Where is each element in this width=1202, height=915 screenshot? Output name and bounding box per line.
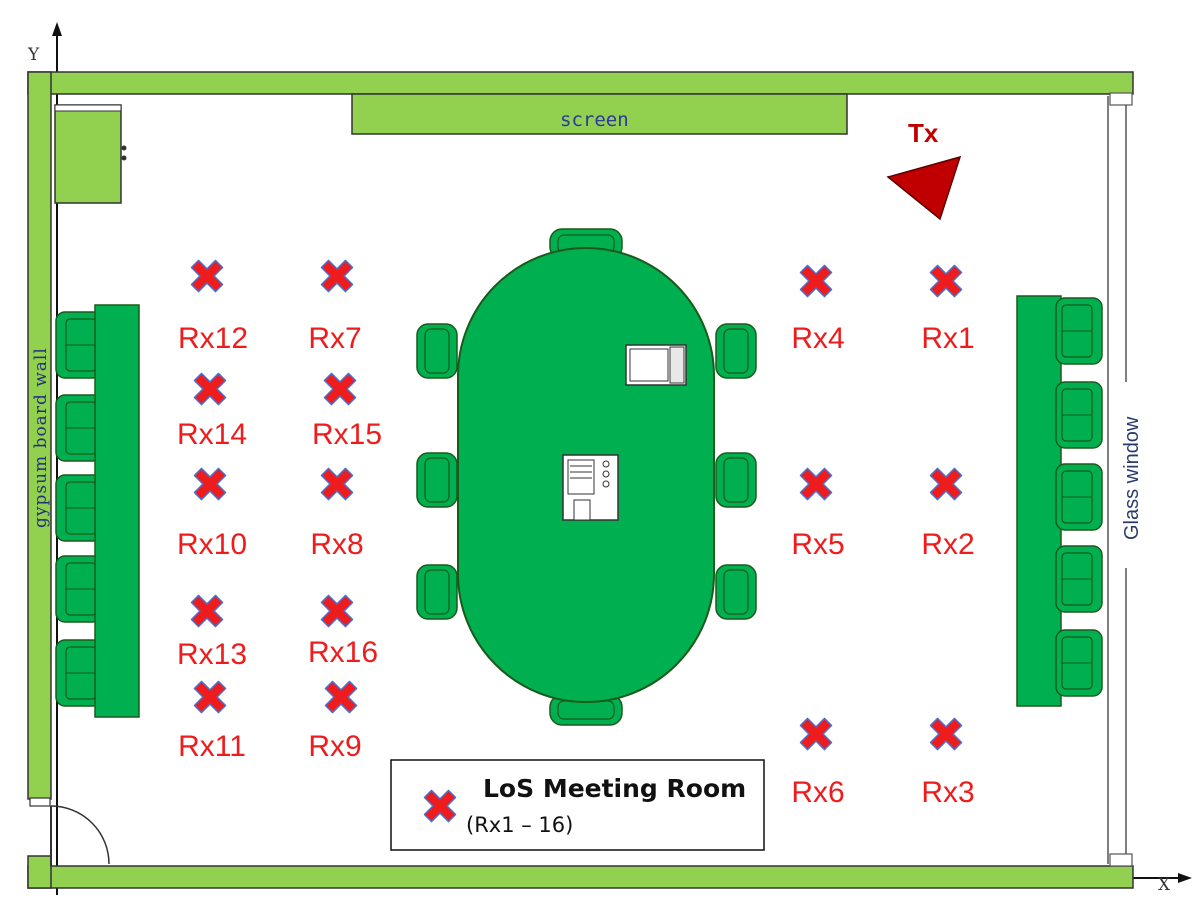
bottom-wall bbox=[27, 865, 1134, 889]
rx1-marker-icon bbox=[929, 264, 963, 298]
receiver-rx11: Rx11 bbox=[178, 680, 246, 763]
legend-cross-icon bbox=[423, 789, 457, 823]
x-axis-label: X bbox=[1158, 875, 1171, 895]
rx2-label: Rx2 bbox=[921, 528, 974, 561]
rx5-label: Rx5 bbox=[791, 528, 844, 561]
receiver-rx6: Rx6 bbox=[791, 717, 845, 809]
rx4-marker-icon bbox=[799, 264, 833, 298]
tx-label: Tx bbox=[908, 118, 939, 148]
rx5-marker-icon bbox=[799, 467, 833, 501]
glass-window-label: Glass window bbox=[1121, 416, 1143, 540]
rx3-marker-icon bbox=[929, 717, 963, 751]
screen-panel bbox=[351, 93, 848, 135]
rx14-label: Rx14 bbox=[177, 418, 247, 451]
rx15-marker-icon bbox=[323, 372, 357, 406]
rx16-label: Rx16 bbox=[308, 636, 378, 669]
door-swing bbox=[50, 805, 110, 866]
door-jamb bbox=[29, 797, 51, 807]
rx4-label: Rx4 bbox=[791, 322, 844, 355]
rx7-label: Rx7 bbox=[308, 322, 361, 355]
rx6-marker-icon bbox=[799, 717, 833, 751]
right-sofa bbox=[1016, 295, 1103, 707]
rx12-label: Rx12 bbox=[178, 322, 248, 355]
receiver-rx13: Rx13 bbox=[177, 594, 247, 671]
rx13-label: Rx13 bbox=[177, 638, 247, 671]
receiver-rx4: Rx4 bbox=[791, 264, 845, 355]
receiver-rx5: Rx5 bbox=[791, 467, 845, 561]
gypsum-wall-label: gypsum board wall bbox=[31, 347, 51, 528]
x-axis-arrow bbox=[1178, 873, 1192, 883]
y-axis-arrow bbox=[52, 22, 62, 36]
rx10-label: Rx10 bbox=[177, 528, 247, 561]
rx9-marker-icon bbox=[324, 680, 358, 714]
rx3-label: Rx3 bbox=[921, 776, 974, 809]
glass-window-label-bg bbox=[1112, 382, 1142, 568]
rx15-label: Rx15 bbox=[312, 418, 382, 451]
glass-window-cap-top bbox=[1109, 92, 1133, 106]
rx12-marker-icon bbox=[190, 259, 224, 293]
receiver-rx12: Rx12 bbox=[178, 259, 248, 355]
conference-phone bbox=[562, 454, 619, 521]
legend-marker-icon bbox=[423, 789, 457, 823]
room-walls: Glass window gypsum board wall bbox=[27, 71, 1143, 889]
receiver-rx8: Rx8 bbox=[310, 467, 364, 561]
receiver-rx15: Rx15 bbox=[312, 372, 382, 451]
rx11-label: Rx11 bbox=[178, 730, 246, 763]
rx8-marker-icon bbox=[320, 467, 354, 501]
receiver-rx7: Rx7 bbox=[308, 259, 362, 355]
rx8-label: Rx8 bbox=[310, 528, 363, 561]
legend-title: LoS Meeting Room bbox=[483, 774, 746, 803]
receiver-rx10: Rx10 bbox=[177, 467, 247, 561]
rx13-marker-icon bbox=[190, 594, 224, 628]
receiver-rx14: Rx14 bbox=[177, 372, 247, 451]
tx-icon bbox=[886, 155, 962, 221]
rx6-label: Rx6 bbox=[791, 776, 844, 809]
rx2-marker-icon bbox=[929, 467, 963, 501]
rx14-marker-icon bbox=[193, 372, 227, 406]
screen: screen bbox=[351, 93, 848, 135]
rx10-marker-icon bbox=[193, 467, 227, 501]
y-axis-label: Y bbox=[27, 45, 40, 65]
legend: LoS Meeting Room (Rx1 – 16) bbox=[390, 759, 765, 851]
legend-subtitle: (Rx1 – 16) bbox=[466, 813, 573, 837]
transmitter: Tx bbox=[886, 118, 962, 221]
receiver-rx16: Rx16 bbox=[308, 594, 378, 669]
rx1-label: Rx1 bbox=[921, 322, 974, 355]
receiver-rx3: Rx3 bbox=[921, 717, 975, 809]
glass-window-cap-bottom bbox=[1109, 853, 1133, 867]
cabinet bbox=[54, 104, 127, 204]
conference-table bbox=[416, 228, 757, 726]
legend-box bbox=[390, 759, 765, 851]
rx7-marker-icon bbox=[320, 259, 354, 293]
top-wall bbox=[27, 71, 1134, 95]
receiver-rx1: Rx1 bbox=[921, 264, 975, 355]
screen-label: screen bbox=[560, 109, 629, 131]
rx9-label: Rx9 bbox=[308, 730, 361, 763]
rx11-marker-icon bbox=[193, 680, 227, 714]
receiver-rx2: Rx2 bbox=[921, 467, 975, 561]
left-wall-bottom bbox=[27, 855, 52, 889]
rx16-marker-icon bbox=[320, 594, 354, 628]
left-sofa bbox=[55, 304, 140, 718]
receiver-rx9: Rx9 bbox=[308, 680, 362, 763]
laptop bbox=[625, 344, 687, 386]
